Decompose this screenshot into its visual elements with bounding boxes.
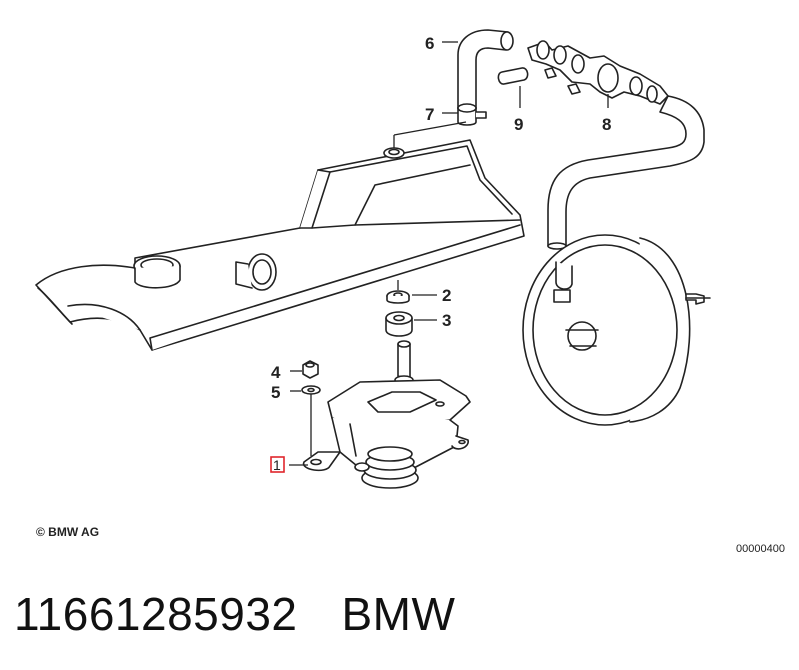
vacuum-hose [547, 95, 705, 250]
engine-mount-part-1 [303, 340, 471, 489]
callout-2: 2 [442, 286, 451, 305]
check-valve-part-8 [527, 40, 669, 105]
hose-clamp-part-7 [457, 103, 487, 126]
grommet-part-2 [386, 290, 410, 304]
connector-part-9 [497, 67, 529, 85]
callout-8: 8 [602, 115, 611, 134]
part-number: 11661285932 [14, 588, 298, 640]
callout-3: 3 [442, 311, 451, 330]
diagram-id: 00000400 [736, 543, 785, 555]
washer-part-5 [301, 385, 321, 395]
copyright-label: © BMW AG [36, 525, 100, 539]
rubber-bushing-part-3 [385, 311, 413, 337]
hose-part-6 [457, 29, 514, 112]
highlight-box-part-1 [270, 456, 285, 473]
part-caption: 11661285932 BMW [14, 587, 499, 641]
callout-4: 4 [271, 363, 281, 382]
nut-part-4 [302, 360, 319, 379]
callout-9: 9 [514, 115, 523, 134]
callout-5: 5 [271, 383, 280, 402]
callout-6: 6 [425, 34, 434, 53]
leader-lines [289, 41, 609, 466]
brake-booster [522, 234, 711, 426]
callout-1: 1 [273, 457, 281, 473]
valve-cover [35, 139, 525, 351]
callout-7: 7 [425, 105, 434, 124]
brand-name: BMW [341, 588, 456, 640]
